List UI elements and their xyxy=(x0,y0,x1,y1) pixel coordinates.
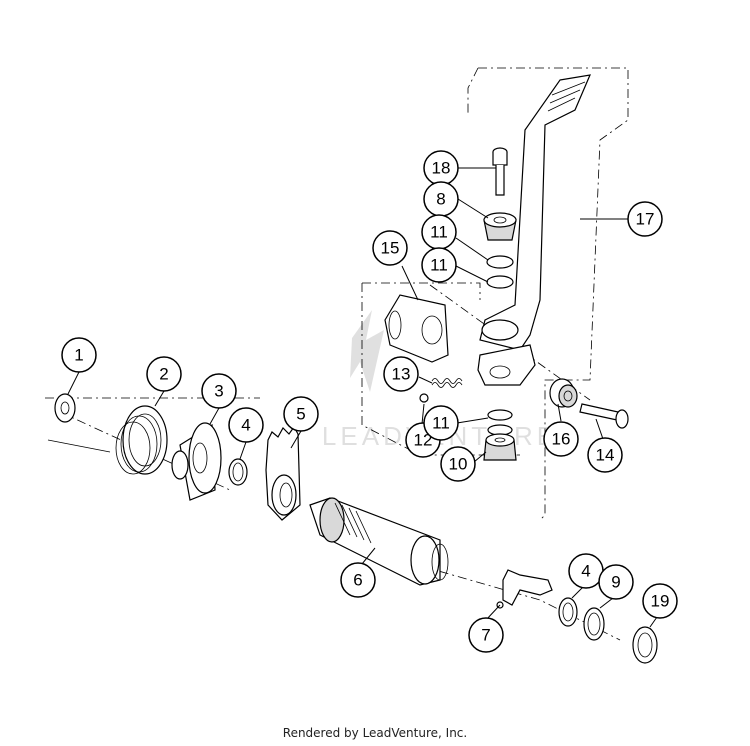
svg-text:12: 12 xyxy=(414,431,433,450)
callout-14[interactable]: 14 xyxy=(587,437,623,473)
part-spring-2 xyxy=(47,405,168,475)
part-bushing-16 xyxy=(549,378,578,408)
callout-5[interactable]: 5 xyxy=(283,396,319,432)
part-washer-9 xyxy=(583,607,605,641)
part-clip-7 xyxy=(496,569,553,609)
svg-text:6: 6 xyxy=(353,571,362,590)
callout-10[interactable]: 10 xyxy=(440,446,476,482)
svg-text:13: 13 xyxy=(392,365,411,384)
part-cup-3 xyxy=(171,422,222,501)
svg-text:8: 8 xyxy=(436,190,445,209)
callout-19[interactable]: 19 xyxy=(642,583,678,619)
part-block-15 xyxy=(384,294,449,363)
part-bolt-14 xyxy=(579,403,629,429)
callout-3[interactable]: 3 xyxy=(201,373,237,409)
callout-7[interactable]: 7 xyxy=(468,617,504,653)
svg-text:11: 11 xyxy=(432,414,450,433)
callout-9[interactable]: 9 xyxy=(598,564,634,600)
svg-text:14: 14 xyxy=(596,446,615,465)
callout-18[interactable]: 18 xyxy=(423,150,459,186)
svg-text:4: 4 xyxy=(581,562,590,581)
svg-text:11: 11 xyxy=(430,256,448,275)
svg-text:5: 5 xyxy=(296,405,305,424)
callout-11c[interactable]: 11 xyxy=(423,405,459,441)
part-oring-11b xyxy=(486,275,514,289)
part-oring-11a xyxy=(486,255,514,269)
callout-4b[interactable]: 4 xyxy=(568,553,604,589)
svg-text:19: 19 xyxy=(651,592,670,611)
callout-2[interactable]: 2 xyxy=(146,356,182,392)
footer-credit: Rendered by LeadVenture, Inc. xyxy=(282,726,468,740)
svg-text:3: 3 xyxy=(214,382,223,401)
svg-text:10: 10 xyxy=(449,455,468,474)
callout-11b[interactable]: 11 xyxy=(421,247,457,283)
svg-text:16: 16 xyxy=(552,430,571,449)
part-shaft-6 xyxy=(309,497,449,586)
callout-4[interactable]: 4 xyxy=(228,407,264,443)
callout-11a[interactable]: 11 xyxy=(421,214,457,250)
part-circlip-4b xyxy=(558,597,578,627)
callout-1[interactable]: 1 xyxy=(61,337,97,373)
part-seal-19 xyxy=(632,626,658,664)
callout-15[interactable]: 15 xyxy=(372,230,408,266)
part-lever-17 xyxy=(477,74,591,386)
svg-text:9: 9 xyxy=(611,573,620,592)
leader-lines xyxy=(67,167,658,628)
part-spring-13 xyxy=(431,378,463,388)
part-oring-11c xyxy=(487,409,513,421)
svg-text:7: 7 xyxy=(481,626,490,645)
part-ball-12 xyxy=(419,393,429,403)
callout-13[interactable]: 13 xyxy=(383,356,419,392)
callout-8[interactable]: 8 xyxy=(423,181,459,217)
callout-17[interactable]: 17 xyxy=(627,201,663,237)
callout-6[interactable]: 6 xyxy=(340,562,376,598)
part-bushing-8 xyxy=(483,212,517,241)
svg-text:17: 17 xyxy=(636,210,655,229)
svg-text:11: 11 xyxy=(430,223,448,242)
part-washer-1 xyxy=(54,393,76,423)
svg-text:2: 2 xyxy=(159,365,168,384)
part-gear-5 xyxy=(265,425,301,521)
svg-text:4: 4 xyxy=(241,416,250,435)
part-bolt-18 xyxy=(492,147,508,196)
svg-text:18: 18 xyxy=(432,159,451,178)
assembly-outline xyxy=(45,67,629,641)
part-bushing-10 xyxy=(483,433,517,461)
callout-16[interactable]: 16 xyxy=(543,421,579,457)
svg-text:1: 1 xyxy=(74,346,83,365)
part-circlip-4 xyxy=(228,458,248,486)
svg-text:15: 15 xyxy=(381,239,400,258)
